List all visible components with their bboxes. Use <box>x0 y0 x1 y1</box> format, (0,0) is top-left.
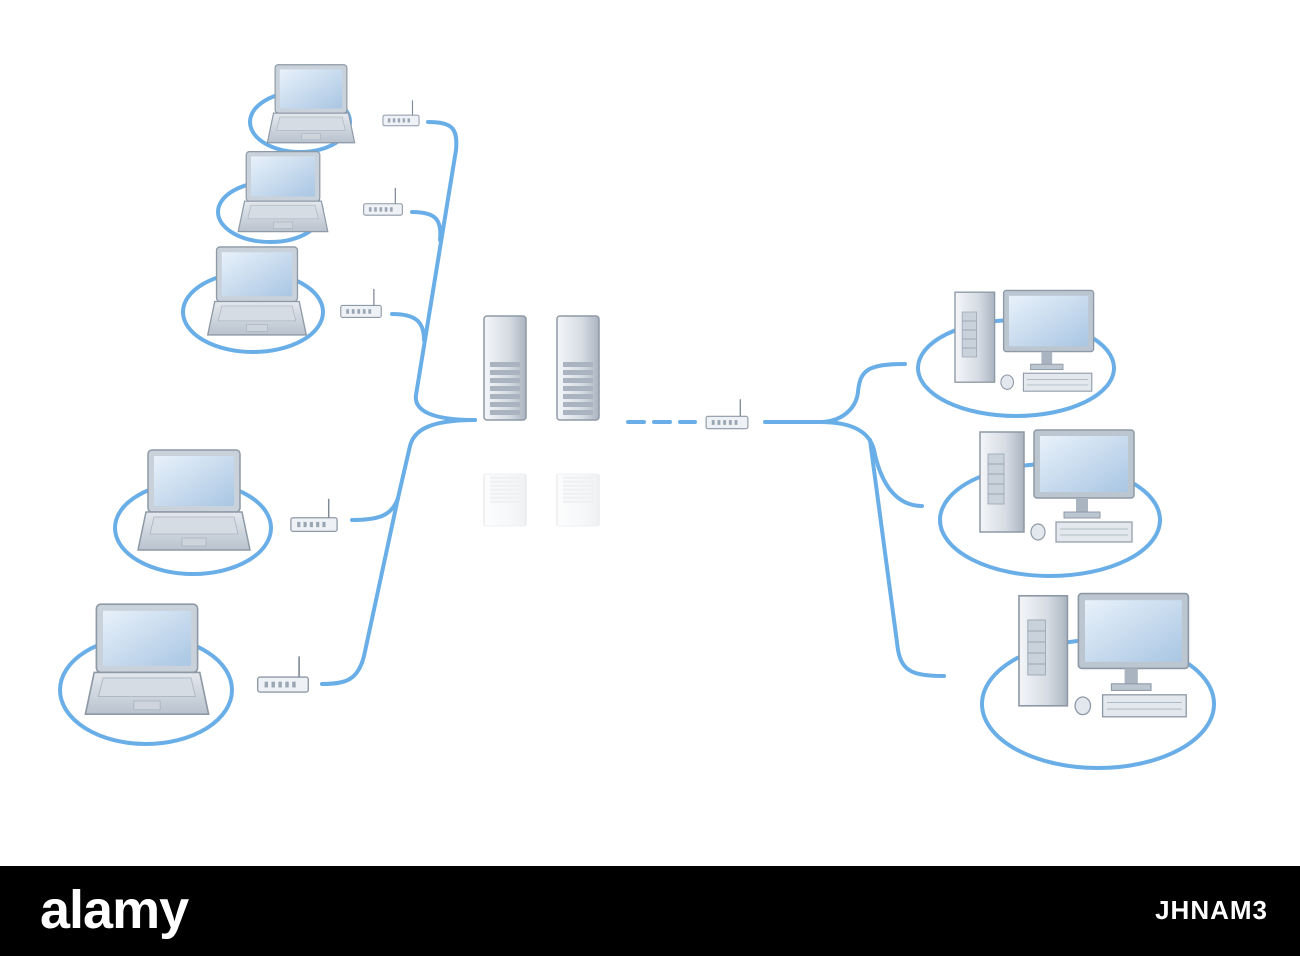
alamy-logo: alamy <box>40 880 189 940</box>
router-icon <box>705 398 749 430</box>
desktop-pc-icon <box>954 289 1095 392</box>
router-icon <box>256 655 310 693</box>
image-id: JHNAM3 <box>1155 895 1268 925</box>
laptop-icon <box>266 64 356 144</box>
server-reflection <box>483 473 600 527</box>
link-router-desktop-hub <box>763 362 907 424</box>
router-icon <box>340 288 382 319</box>
laptop-icon <box>207 246 307 336</box>
router-icon <box>290 498 338 533</box>
server-icon <box>483 315 527 421</box>
connection-lines <box>320 120 946 686</box>
server-pair <box>483 315 600 527</box>
desktop-pc-icon <box>1018 592 1190 718</box>
link-laptop-2 <box>410 210 443 242</box>
link-laptop-4 <box>350 418 477 522</box>
link-laptop-5 <box>320 496 400 686</box>
link-desktop-3 <box>868 438 946 678</box>
server-icon <box>556 315 600 421</box>
laptop-icon <box>237 151 329 233</box>
laptop-icon <box>137 449 251 551</box>
router-icon <box>363 187 403 216</box>
network-diagram <box>58 64 1216 770</box>
laptop-icon <box>84 603 210 716</box>
router-icon <box>382 99 420 127</box>
network-diagram-canvas <box>58 64 1216 770</box>
desktop-pc-icon <box>979 429 1135 543</box>
link-laptop-1 <box>413 120 477 422</box>
link-laptop-3 <box>390 312 426 342</box>
link-desktop-2 <box>818 420 924 508</box>
watermark-bar: alamy JHNAM3 <box>0 866 1300 956</box>
